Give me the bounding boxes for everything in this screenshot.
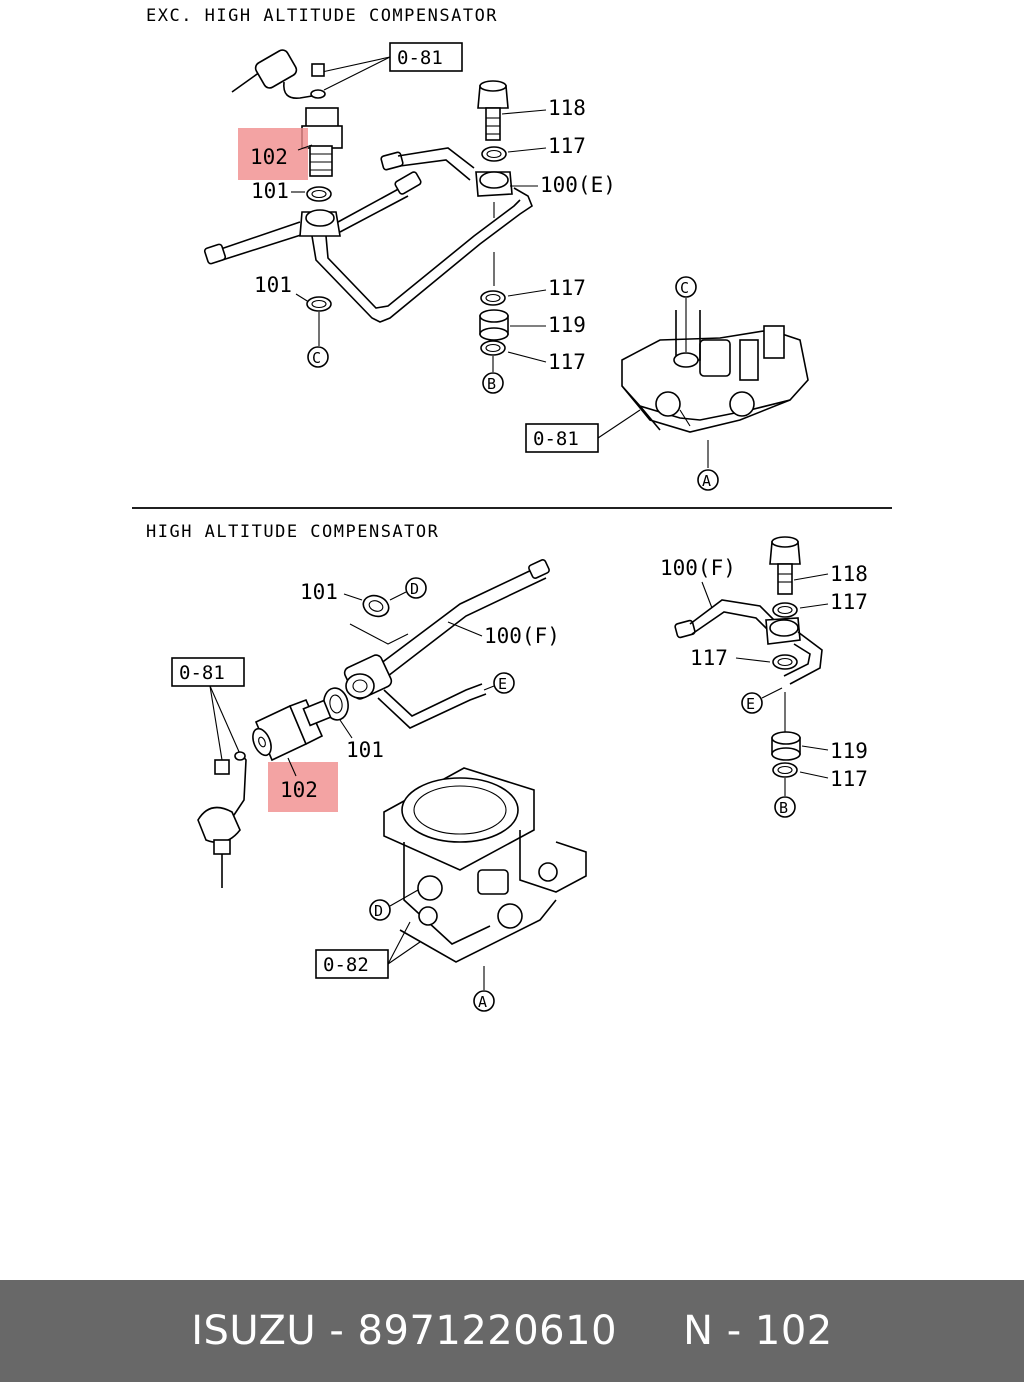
banjo-bolt-118-bottom [769,536,801,595]
footer-part-number: ISUZU - 8971220610 N - 102 [191,1308,833,1354]
circle-label-d-top: D [410,580,419,598]
part-label-101-bottom-top: 101 [300,580,338,604]
part-label-117-a: 117 [548,134,586,158]
pipe-assembly-left [203,171,533,323]
part-label-117-bottom-b: 117 [690,646,728,670]
spacer-119-bottom [771,731,801,761]
circle-label-c-right: C [680,279,689,297]
pipe-100f-right [674,599,823,685]
throttle-body-bottom [383,767,587,990]
circle-label-b-bottom: B [779,799,788,817]
circle-label-a-bottom: A [478,993,487,1011]
bottom-section-title: HIGH ALTITUDE COMPENSATOR [146,522,439,542]
banjo-bolt-118-top [477,80,509,141]
circle-label-a-top: A [702,472,711,490]
ref-box-0-81-upper: 0-81 [397,47,443,69]
ref-box-0-81-bottom: 0-81 [179,662,225,684]
part-label-117-bottom-a: 117 [830,590,868,614]
vacuum-sensor-connector-bottom [197,751,247,888]
ref-box-0-81-lower: 0-81 [533,428,579,450]
part-label-119-bottom: 119 [830,739,868,763]
circle-label-e-right: E [746,695,755,713]
ref-box-0-82: 0-82 [323,954,369,976]
part-102-highlight-top [238,128,308,180]
pipe-100f-middle [343,559,550,729]
part-label-117-c: 117 [548,350,586,374]
top-section-title: EXC. HIGH ALTITUDE COMPENSATOR [146,6,498,26]
pipe-100e [380,147,513,197]
part-label-118-top: 118 [548,96,586,120]
part-label-101-a: 101 [251,179,289,203]
sensor-102-bottom [252,698,332,762]
part-label-117-bottom-c: 117 [830,767,868,791]
part-label-119-top: 119 [548,313,586,337]
part-label-102-top: 102 [250,145,288,169]
sensor-102-top [301,107,343,177]
part-label-101-bottom-low: 101 [346,738,384,762]
vacuum-sensor-connector [231,49,326,99]
part-label-101-b: 101 [254,273,292,297]
part-label-118-bottom: 118 [830,562,868,586]
spacer-119-top [479,309,509,341]
circle-label-c-left: C [312,349,321,367]
part-label-102-bottom: 102 [280,778,318,802]
circle-label-e-middle: E [498,675,507,693]
circle-label-d-low: D [374,902,383,920]
pump-body-top [621,310,809,468]
part-label-100f-middle: 100(F) [484,624,560,648]
part-label-100f-right: 100(F) [660,556,736,580]
part-102-highlight-bottom [268,762,338,812]
part-label-117-b: 117 [548,276,586,300]
circle-label-b-top: B [487,375,496,393]
footer-bar: ISUZU - 8971220610 N - 102 [0,1280,1024,1382]
parts-diagram: EXC. HIGH ALTITUDE COMPENSATOR 0-81 102 … [132,6,892,1012]
part-label-100e: 100(E) [540,173,616,197]
